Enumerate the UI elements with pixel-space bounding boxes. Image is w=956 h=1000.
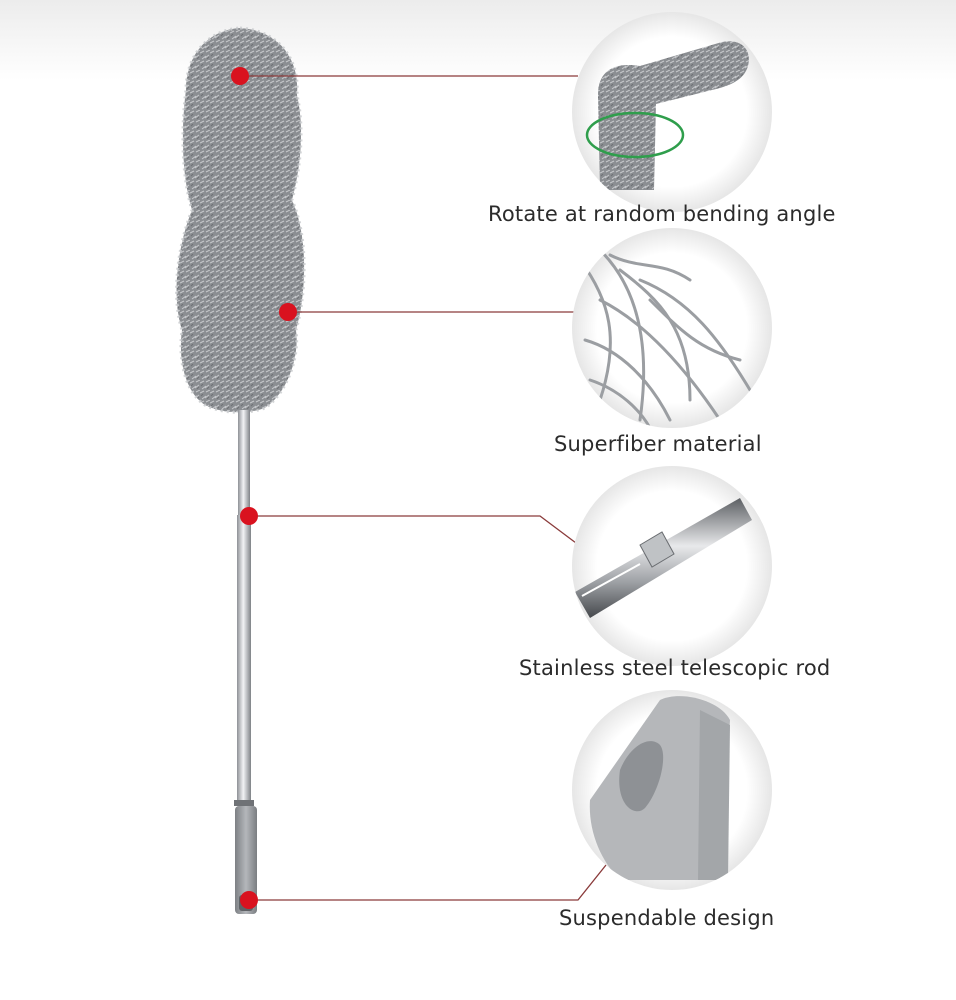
- marker-dot: [240, 891, 258, 909]
- marker-dot: [279, 303, 297, 321]
- fiber-head: [176, 28, 305, 413]
- duster-head: [175, 26, 306, 414]
- feature-label-suspendable: Suspendable design: [559, 906, 775, 930]
- feature-label-steel-rod: Stainless steel telescopic rod: [519, 656, 831, 680]
- steel-rod-closeup-photo: [572, 466, 772, 666]
- bent-duster-head-photo: [572, 12, 772, 212]
- leader-lines: [240, 75, 611, 901]
- handle: [235, 806, 257, 914]
- feature-label-rotate: Rotate at random bending angle: [488, 202, 836, 226]
- top-shadow: [0, 0, 956, 80]
- marker-dot: [231, 67, 249, 85]
- red-markers: [231, 67, 297, 909]
- feature-label-superfiber: Superfiber material: [554, 432, 762, 456]
- microfiber-closeup-photo: [572, 228, 772, 428]
- marker-dot: [240, 507, 258, 525]
- telescopic-rod: [234, 410, 257, 914]
- handle-hang-hole-photo: [572, 690, 772, 890]
